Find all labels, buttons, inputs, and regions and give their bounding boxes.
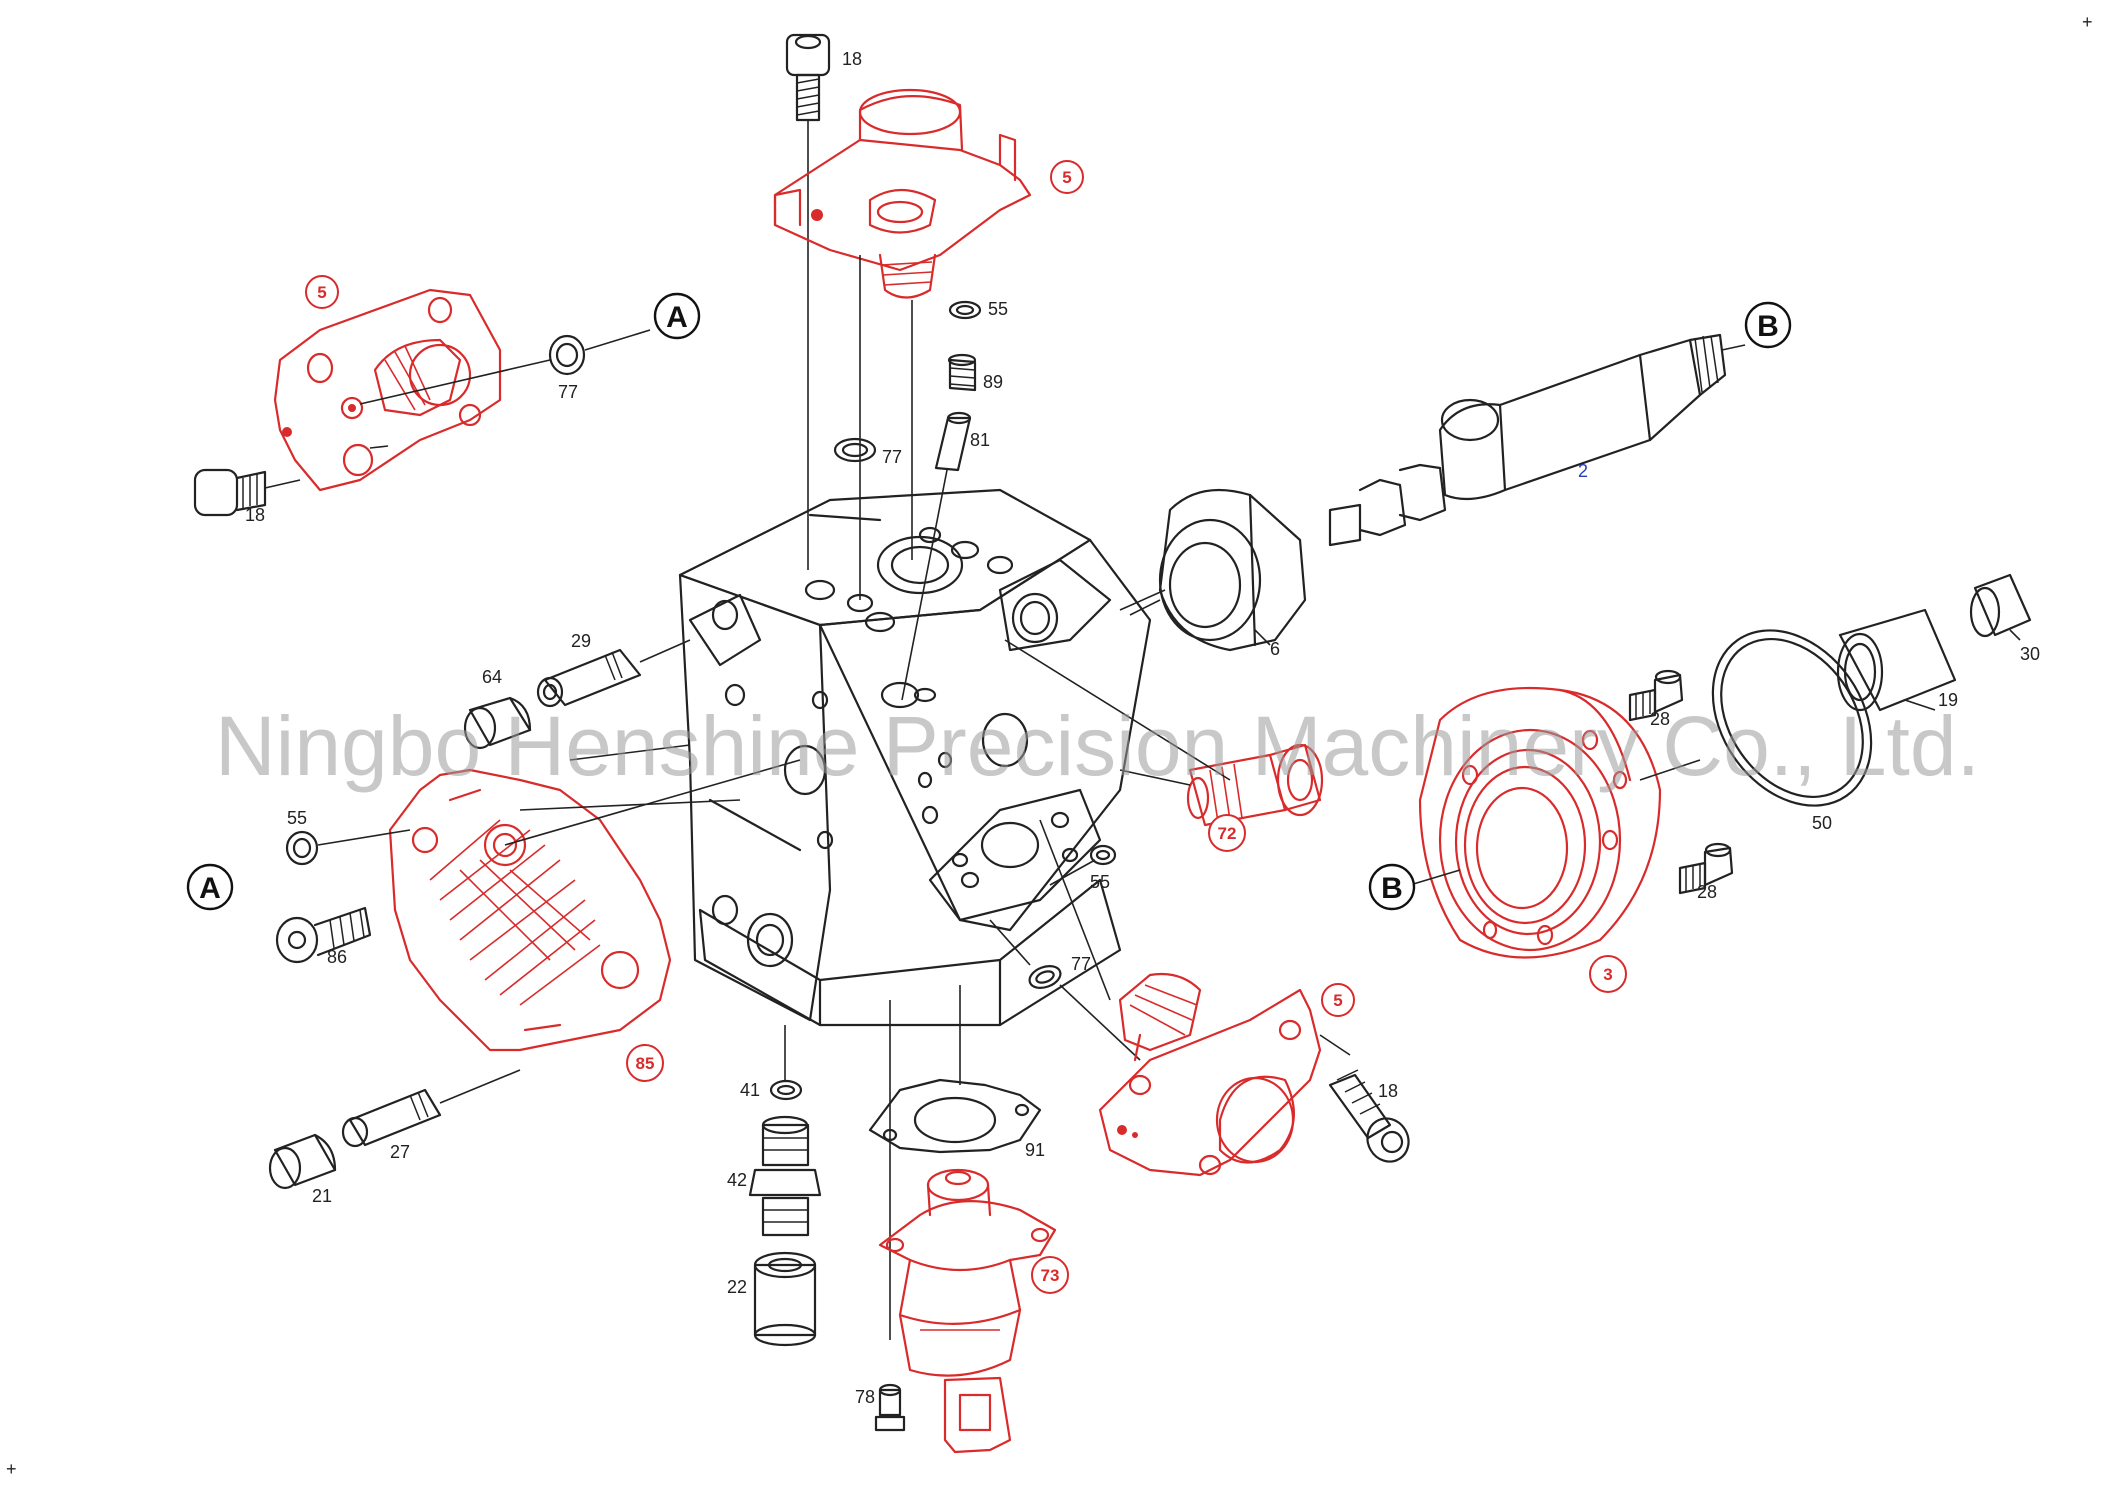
label-78: 78 [855, 1387, 875, 1407]
nut-6 [1129, 488, 1307, 652]
label-5-top: 5 [1050, 160, 1084, 194]
metering-valve-73 [878, 1168, 1057, 1454]
label-41: 41 [740, 1080, 760, 1100]
plunger-29 [536, 639, 691, 708]
top-bolt-18 [785, 33, 831, 570]
pressure-sensor-42 [748, 1115, 822, 1237]
bush-30 [1969, 573, 2032, 641]
label-18-left: 18 [245, 505, 265, 525]
svg-text:B: B [1381, 872, 1403, 905]
label-55-left: 55 [287, 808, 307, 828]
label-91: 91 [1025, 1140, 1045, 1160]
drive-shaft [1328, 333, 1746, 547]
left-top-cover [273, 288, 551, 492]
washer-55-right [1049, 844, 1117, 886]
label-77-mid: 77 [882, 447, 902, 467]
svg-text:5: 5 [317, 283, 326, 302]
label-29: 29 [571, 631, 591, 651]
label-77-bottom: 77 [1071, 954, 1091, 974]
screw-28-top [1628, 669, 1684, 722]
washer-55-left [285, 829, 411, 866]
bolt-18-left [193, 468, 301, 517]
cap-21 [268, 1133, 337, 1190]
bottom-pump-element-cover [1098, 972, 1351, 1177]
svg-text:3: 3 [1603, 965, 1612, 984]
label-85: 85 [626, 1044, 664, 1082]
label-30: 30 [2020, 644, 2040, 664]
feed-pump-85 [388, 759, 801, 1052]
screw-89 [947, 353, 977, 392]
seal-41 [769, 1025, 803, 1101]
svg-text:5: 5 [1062, 168, 1071, 187]
top-pump-element-cover [773, 88, 1032, 600]
label-5-left: 5 [305, 275, 339, 309]
gasket-91 [868, 985, 1042, 1340]
leader-lines [519, 589, 1231, 1001]
cap-64 [463, 696, 532, 750]
label-18-top: 18 [842, 49, 862, 69]
oring-77-bottom [989, 919, 1141, 1061]
label-42: 42 [727, 1170, 747, 1190]
label-73: 73 [1031, 1256, 1069, 1294]
label-55-right: 55 [1090, 872, 1110, 892]
label-55-top: 55 [988, 299, 1008, 319]
corner-mark-bottom-left: + [6, 1459, 17, 1479]
label-28-bottom: 28 [1697, 882, 1717, 902]
sleeve-22 [753, 1251, 817, 1347]
flange-3 [1409, 686, 1701, 959]
washer-55-top [948, 300, 982, 320]
reference-marker-a-left: A [186, 863, 234, 911]
gasket-50 [1711, 629, 1873, 807]
svg-text:5: 5 [1333, 991, 1342, 1010]
label-64: 64 [482, 667, 502, 687]
bearing-19 [1836, 608, 1957, 712]
bolt-86 [275, 906, 372, 964]
label-81: 81 [970, 430, 990, 450]
label-77-left: 77 [558, 382, 578, 402]
corner-mark-top-right: + [2082, 12, 2093, 32]
label-21: 21 [312, 1186, 332, 1206]
plunger-27 [341, 1069, 521, 1148]
label-6: 6 [1270, 639, 1280, 659]
label-3: 3 [1589, 955, 1627, 993]
label-27: 27 [390, 1142, 410, 1162]
reference-marker-a-top: A [653, 292, 701, 340]
fitting-72 [1119, 743, 1324, 827]
label-28-top: 28 [1650, 709, 1670, 729]
label-19: 19 [1938, 690, 1958, 710]
screw-28-bottom [1678, 842, 1734, 895]
label-2: 2 [1578, 461, 1588, 481]
reference-marker-b-top: B [1744, 301, 1792, 349]
label-89: 89 [983, 372, 1003, 392]
bolt-18-bottom [1328, 1069, 1410, 1163]
watermark-text: Ningbo Henshine Precision Machinery Co.,… [215, 699, 1980, 793]
sleeve-81 [901, 411, 972, 701]
screw-78 [874, 1383, 906, 1432]
oring-77-mid [833, 437, 877, 463]
label-18-bottom: 18 [1378, 1081, 1398, 1101]
reference-marker-b-left: B [1368, 863, 1416, 911]
svg-text:B: B [1757, 310, 1779, 343]
oring-77-left [548, 329, 651, 376]
label-50: 50 [1812, 813, 1832, 833]
label-5-bottom: 5 [1321, 983, 1355, 1017]
svg-text:73: 73 [1041, 1266, 1060, 1285]
label-72: 72 [1208, 814, 1246, 852]
svg-text:A: A [199, 872, 221, 905]
svg-text:72: 72 [1218, 824, 1237, 843]
svg-text:85: 85 [636, 1054, 655, 1073]
pump-housing [678, 488, 1152, 1027]
label-86: 86 [327, 947, 347, 967]
part-number-labels: 18 55 89 81 77 77 18 2 6 30 19 28 50 28 … [245, 49, 2040, 1407]
label-22: 22 [727, 1277, 747, 1297]
svg-text:A: A [666, 301, 688, 334]
